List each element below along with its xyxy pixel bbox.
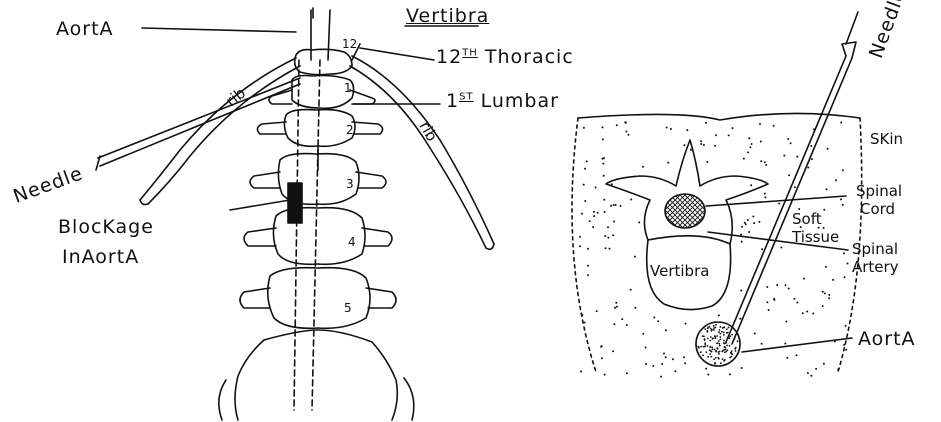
label-thoracic-word: Thoracic <box>485 46 574 68</box>
label-1st-lumbar: 1ST Lumbar <box>446 92 559 111</box>
spinal-cord <box>665 194 705 228</box>
label-lumbar-word: Lumbar <box>481 90 559 112</box>
tissue-stipple <box>579 121 849 377</box>
label-spinal-cord-2: Cord <box>860 202 895 217</box>
vertebra-number: 5 <box>344 302 352 314</box>
vertebra-2-lumbar <box>257 110 382 170</box>
aorta-circle <box>696 322 740 366</box>
left-leader-lines <box>142 26 478 210</box>
label-thoracic-num: 12 <box>436 46 462 68</box>
vertebra-4-lumbar <box>244 208 392 265</box>
vertebra-number: 2 <box>346 124 354 136</box>
label-lumbar-num: 1 <box>446 90 459 112</box>
label-aorta-right: AortA <box>858 330 916 349</box>
label-lumbar-sup: ST <box>459 92 473 103</box>
skin-line <box>578 113 860 120</box>
label-spinal-cord-1: Spinal <box>856 184 902 199</box>
label-blockage-1: BlocKage <box>58 218 154 237</box>
sacrum-pelvis <box>219 330 414 420</box>
vertebra-number: 3 <box>346 178 354 190</box>
label-thoracic-sup: TH <box>462 48 478 59</box>
label-12th-thoracic: 12TH Thoracic <box>436 48 574 67</box>
label-vertibra-right: Vertibra <box>650 264 709 279</box>
right-leader-lines <box>706 196 852 352</box>
rib-right <box>350 56 494 249</box>
label-spinal-artery-2: Artery <box>852 260 899 275</box>
vertebra-number: 12 <box>342 38 357 50</box>
label-spinal-artery-1: Spinal <box>852 242 898 257</box>
vertebra-5-lumbar <box>240 268 396 329</box>
label-vertibra-heading: Vertibra <box>406 7 489 26</box>
label-blockage-2: InAortA <box>62 248 139 267</box>
label-soft-tissue-2: Tissue <box>792 230 839 245</box>
label-soft-tissue-1: Soft <box>792 212 822 227</box>
label-aorta-left: AortA <box>56 20 114 39</box>
aorta-blockage <box>288 183 302 223</box>
label-skin: SKin <box>870 132 903 147</box>
right-needle <box>726 12 858 344</box>
vertebra-number: 4 <box>348 236 356 248</box>
vertebra-number: 1 <box>344 82 352 94</box>
